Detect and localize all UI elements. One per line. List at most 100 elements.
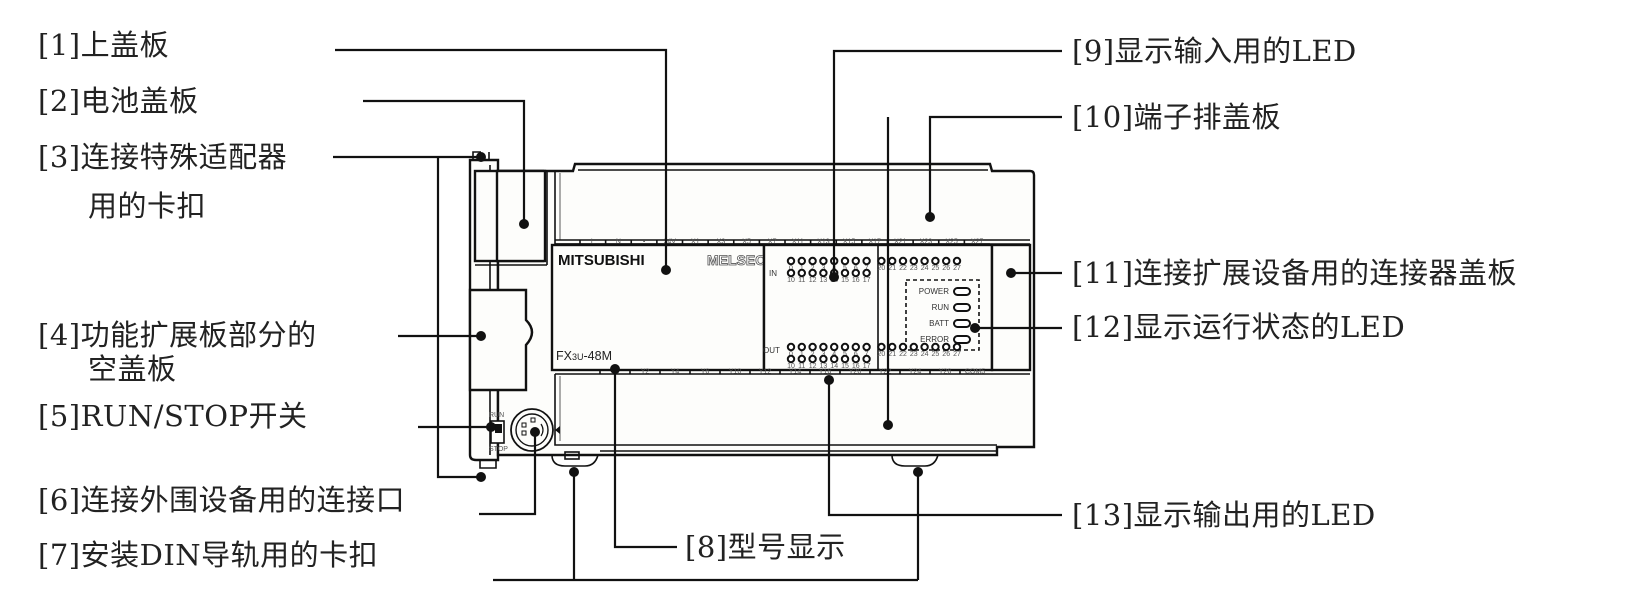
bottom-terminal-label: Y10 (729, 369, 742, 376)
input-led-21 (888, 256, 897, 266)
input-led-24 (920, 256, 929, 266)
top-terminal-label: X13 (817, 239, 830, 246)
input-led-22 (898, 256, 908, 266)
label-top-cover: [1]上盖板 (38, 28, 170, 62)
status-led-label-error: ERROR (920, 335, 949, 344)
input-led-number: 17 (863, 277, 871, 284)
output-led-number: 22 (899, 351, 907, 358)
output-led-1 (797, 342, 806, 352)
output-led-number: 24 (921, 351, 929, 358)
input-led-number: 26 (942, 265, 950, 272)
input-led-2 (808, 256, 817, 266)
input-led-15 (840, 268, 850, 278)
output-led-number: 17 (863, 363, 871, 370)
switch-stop-label: STOP (489, 446, 508, 453)
label-blank-cover-line2: 空盖板 (88, 352, 177, 386)
input-led-number: 11 (798, 277, 805, 284)
input-led-23 (909, 256, 918, 266)
input-led-27 (952, 256, 962, 266)
label-adapter-clip-line2: 用的卡扣 (88, 189, 207, 223)
output-led-number: 26 (942, 351, 950, 358)
output-led-12 (808, 354, 817, 364)
output-led-11 (797, 354, 806, 364)
input-led-0 (786, 256, 796, 266)
din-clip-right (891, 454, 939, 467)
output-led-number: 27 (953, 351, 961, 358)
input-led-5 (840, 256, 850, 266)
output-led-number: 21 (888, 351, 896, 358)
label-adapter-clip-line1: [3]连接特殊适配器 (38, 140, 288, 174)
label-din-clip: [7]安装DIN导轨用的卡扣 (38, 538, 379, 572)
input-led-number: 0 (789, 265, 793, 272)
input-led-number: 16 (852, 277, 860, 284)
input-led-25 (931, 256, 940, 266)
top-terminal-label: X15 (843, 239, 856, 246)
input-led-number: 7 (865, 265, 869, 272)
label-model-display: [8]型号显示 (685, 530, 846, 564)
label-battery-cover: [2]电池盖板 (38, 84, 199, 118)
output-led-5 (840, 342, 850, 352)
output-led-23 (909, 342, 918, 352)
status-led-error (953, 335, 971, 344)
output-led-number: 0 (789, 351, 793, 358)
bottom-terminal-label: Y6 (701, 369, 710, 376)
status-led-label-run: RUN (932, 303, 950, 312)
input-led-number: 12 (809, 277, 817, 284)
input-led-number: 1 (800, 265, 804, 272)
output-led-number: 4 (832, 351, 836, 358)
output-led-number: 14 (830, 363, 838, 370)
output-led-number: 7 (865, 351, 869, 358)
bottom-terminal-label: Y14 (789, 369, 802, 376)
output-led-number: 23 (910, 351, 918, 358)
output-led-21 (888, 342, 897, 352)
bottom-terminal-label: Y26 (939, 369, 952, 376)
input-led-number: 13 (820, 277, 828, 284)
bottom-terminal-label: Y22 (879, 369, 892, 376)
output-led-2 (808, 342, 817, 352)
output-led-number: 2 (811, 351, 815, 358)
input-led-12 (808, 268, 817, 278)
top-terminal-label: X3 (717, 239, 726, 246)
output-led-17 (862, 354, 871, 364)
output-led-number: 10 (787, 363, 795, 370)
input-led-11 (797, 268, 806, 278)
input-led-number: 2 (811, 265, 815, 272)
top-terminal-label: X21 (894, 239, 907, 246)
top-terminal-label: X17 (868, 239, 881, 246)
output-led-number: 11 (798, 363, 805, 370)
input-led-number: 25 (932, 265, 940, 272)
output-led-number: 6 (854, 351, 858, 358)
top-terminal-label: 24V (663, 239, 676, 246)
output-led-6 (851, 342, 860, 352)
status-led-label-power: POWER (919, 287, 949, 296)
output-led-number: 3 (821, 351, 825, 358)
expansion-connector-cover (990, 243, 1032, 372)
label-blank-cover-line1: [4]功能扩展板部分的 (38, 318, 317, 352)
top-terminal-label: • (643, 239, 646, 246)
bottom-terminal-label: Y12 (759, 369, 772, 376)
input-led-number: 21 (888, 265, 896, 272)
output-led-number: 5 (843, 351, 847, 358)
output-led-25 (931, 342, 940, 352)
input-led-17 (862, 268, 871, 278)
input-led-number: 22 (899, 265, 907, 272)
status-led-power (953, 287, 971, 296)
switch-run-label: RUN (489, 412, 504, 419)
output-led-number: 1 (800, 351, 804, 358)
input-led-16 (851, 268, 860, 278)
top-terminal-label: X23 (920, 239, 933, 246)
output-led-number: 20 (878, 351, 886, 358)
output-led-number: 12 (809, 363, 817, 370)
output-led-16 (851, 354, 860, 364)
input-led-number: 5 (843, 265, 847, 272)
input-led-20 (877, 256, 886, 266)
output-led-3 (819, 342, 828, 352)
out-label: OUT (763, 346, 780, 355)
top-terminal-label: X25 (945, 239, 958, 246)
battery-cover (495, 169, 547, 263)
leader-lines (333, 48, 1062, 582)
input-led-13 (819, 268, 828, 278)
